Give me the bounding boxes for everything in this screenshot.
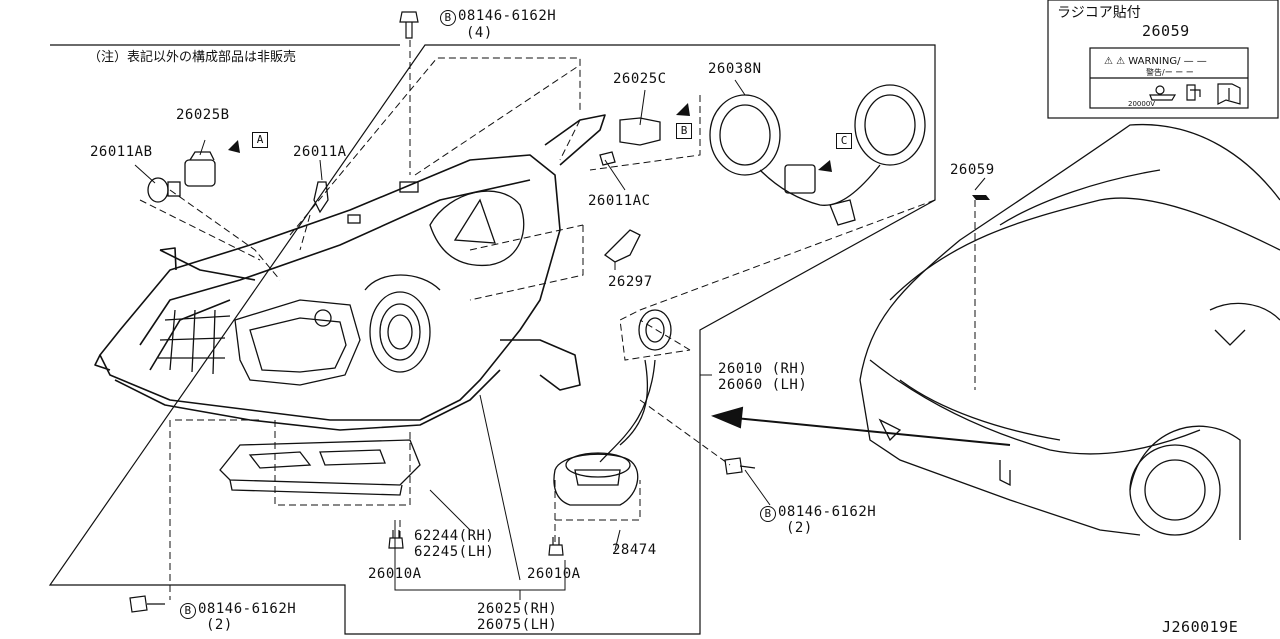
bolt-symbol: B [760, 506, 776, 522]
bolt-qty-top: (4) [466, 25, 493, 41]
note-text: （注）表記以外の構成部品は非販売 [88, 50, 297, 65]
part-label-26075-lh[interactable]: 26075(LH) [477, 617, 558, 633]
bolt-part-number: 08146-6162H [778, 504, 877, 520]
callout-c-box[interactable]: C [836, 133, 852, 149]
part-label-26059[interactable]: 26059 [950, 162, 995, 178]
part-label-28474[interactable]: 28474 [612, 542, 657, 558]
headlamp-housing [94, 114, 606, 431]
warning-label-icons [1149, 83, 1241, 105]
part-label-62245-lh[interactable]: 62245(LH) [414, 544, 495, 560]
inset-title: ラジコア貼付 [1057, 5, 1141, 21]
bulbs [147, 117, 661, 263]
part-label-26025b[interactable]: 26025B [176, 107, 230, 123]
part-label-26011ab[interactable]: 26011AB [90, 144, 153, 160]
shield-plate [219, 439, 421, 496]
callout-b-box[interactable]: B [676, 123, 692, 139]
bolt-qty-bottom: (2) [206, 617, 233, 633]
vehicle-outline [859, 123, 1280, 540]
bolt-symbol: B [440, 10, 456, 26]
bolt-part-number: 08146-6162H [198, 601, 297, 617]
bolts [129, 11, 756, 613]
bolt-symbol: B [180, 603, 196, 619]
location-arrow [711, 406, 1011, 446]
warning-label-subtext: 警告/ー ー ー [1146, 68, 1194, 77]
ballast [553, 309, 672, 506]
part-label-26011a[interactable]: 26011A [293, 144, 347, 160]
inset-part-number[interactable]: 26059 [1142, 22, 1190, 40]
warning-label-voltage: 20000V [1128, 100, 1156, 108]
warning-label-text: ⚠ ⚠ WARNING/ — — [1104, 56, 1207, 67]
part-label-26025c[interactable]: 26025C [613, 71, 667, 87]
bolt-part-number: 08146-6162H [458, 8, 557, 24]
part-label-26010a-right[interactable]: 26010A [527, 566, 581, 582]
inset-frame [1047, 0, 1279, 119]
diagram-code: J260019E [1162, 618, 1239, 636]
part-label-26010a-left[interactable]: 26010A [368, 566, 422, 582]
part-label-26038n[interactable]: 26038N [708, 61, 762, 77]
bolt-qty-right: (2) [786, 520, 813, 536]
part-label-62244-rh[interactable]: 62244(RH) [414, 528, 495, 544]
part-label-26011ac[interactable]: 26011AC [588, 193, 651, 209]
callout-a-box[interactable]: A [252, 132, 268, 148]
main-frame [48, 44, 936, 635]
part-label-26010-rh[interactable]: 26010 (RH) [718, 361, 808, 377]
part-label-26025-rh[interactable]: 26025(RH) [477, 601, 558, 617]
part-label-26297[interactable]: 26297 [608, 274, 653, 290]
part-label-26060-lh[interactable]: 26060 (LH) [718, 377, 808, 393]
dust-covers [709, 84, 926, 226]
